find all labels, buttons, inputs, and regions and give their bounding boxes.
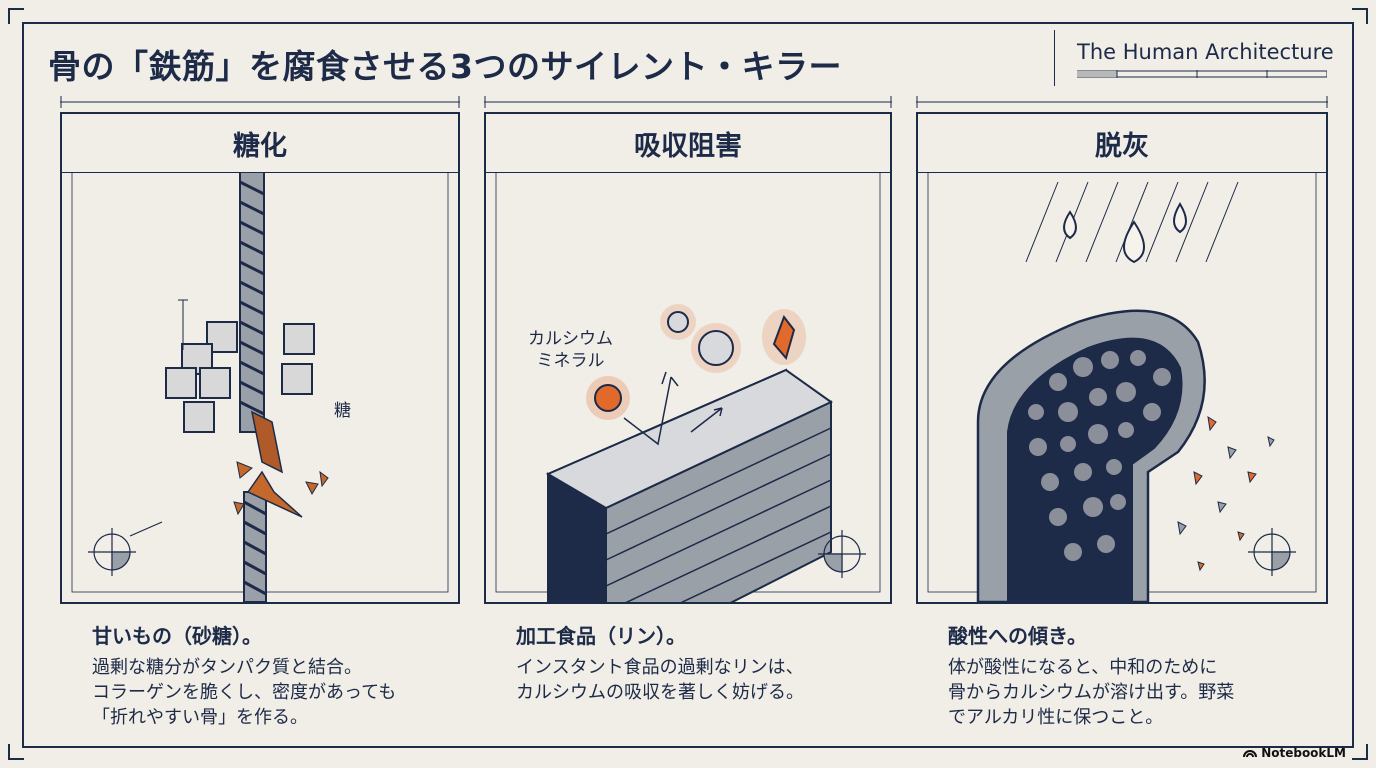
brand-block: The Human Architecture [1054,30,1341,86]
outer-frame [22,22,1354,748]
caption-title: 酸性への傾き。 [948,624,1087,648]
brick-wall-icon [545,368,833,602]
panel-decalcification: 脱灰 [916,112,1328,604]
crosshair-icon [1248,528,1296,576]
calcium-mineral-icon [586,304,806,420]
corner-mark [1352,8,1368,24]
panel-illustration: カルシウム ミネラル [486,172,890,602]
sugar-annotation: 糖 [334,401,351,421]
brand-name: The Human Architecture [1077,40,1334,64]
rebar-illustration [71,172,449,602]
caption-absorption: 加工食品（リン）。 インスタント食品の過剰なリンは、 カルシウムの吸収を著しく妨… [516,620,916,705]
panel-illustration: 糖 [62,172,458,602]
rebar-icon [239,172,303,602]
sugar-cube-icon [165,321,315,433]
panel-heading: 糖化 [62,114,458,173]
brick-wall-illustration [495,172,881,602]
dimension-line [484,96,892,108]
scale-bar [1077,70,1327,78]
dimension-line [60,96,460,108]
corner-mark [1352,744,1368,760]
notebook-logo-icon [1243,750,1258,758]
corner-mark [8,8,24,24]
bone-illustration [927,172,1317,602]
panel-illustration [918,172,1326,602]
corner-mark [8,744,24,760]
panel-glycation: 糖化 [60,112,460,604]
dimension-line [916,96,1328,108]
page-title: 骨の「鉄筋」を腐食させる3つのサイレント・キラー [48,47,842,86]
panel-heading: 脱灰 [918,114,1326,173]
caption-decalcification: 酸性への傾き。 体が酸性になると、中和のために 骨からカルシウムが溶け出す。野菜… [948,620,1348,730]
caption-title: 加工食品（リン）。 [516,624,686,648]
notebook-logo-text: NotebookLM [1261,746,1346,760]
caption-body: インスタント食品の過剰なリンは、 カルシウムの吸収を著しく妨げる。 [516,657,804,703]
femur-bone-icon [976,309,1206,602]
crosshair-icon [818,530,866,578]
caption-body: 体が酸性になると、中和のために 骨からカルシウムが溶け出す。野菜 でアルカリ性に… [948,657,1235,728]
panel-absorption: 吸収阻害 [484,112,892,604]
panel-heading: 吸収阻害 [486,114,890,173]
caption-body: 過剰な糖分がタンパク質と結合。 コラーゲンを脆くし、密度があっても 「折れやすい… [92,657,397,728]
caption-glycation: 甘いもの（砂糖）。 過剰な糖分がタンパク質と結合。 コラーゲンを脆くし、密度があ… [92,620,492,730]
notebooklm-logo: NotebookLM [1243,746,1346,760]
mineral-annotation: カルシウム ミネラル [528,329,613,371]
crosshair-icon [88,521,163,576]
acid-drop-icon [1063,202,1187,264]
caption-title: 甘いもの（砂糖）。 [92,624,262,648]
